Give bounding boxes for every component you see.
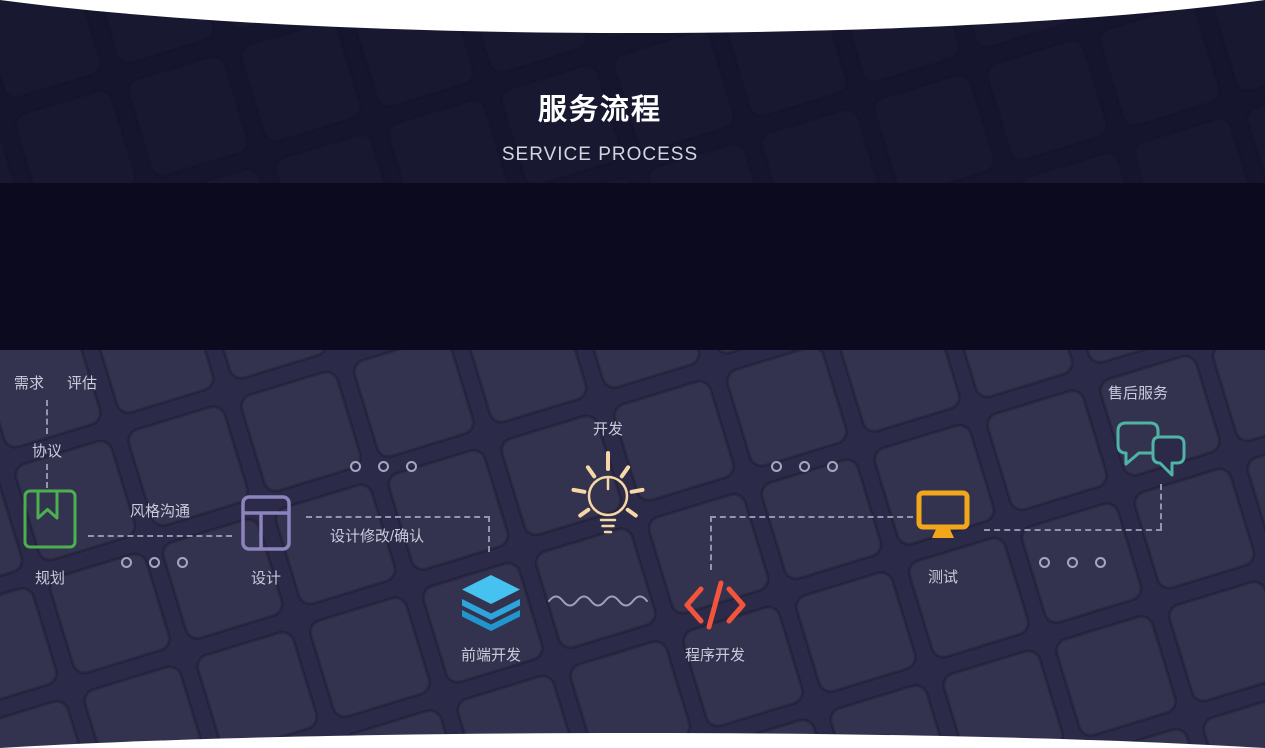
connector-line — [710, 516, 913, 518]
step-label-program-dev: 程序开发 — [684, 647, 745, 664]
testing-monitor-icon — [916, 490, 970, 538]
page-title: 服务流程 — [537, 94, 662, 126]
dot — [350, 461, 361, 472]
development-bulb-icon — [571, 451, 645, 534]
progress-dots — [350, 461, 417, 472]
progress-dots — [771, 461, 838, 472]
step-label-frontend-dev: 前端开发 — [460, 647, 521, 664]
connector-line — [46, 400, 48, 434]
progress-dots — [121, 557, 188, 568]
connector-line — [710, 516, 712, 570]
step-label-style-communication: 风格沟通 — [129, 503, 190, 520]
progress-dots — [1039, 557, 1106, 568]
dot — [149, 557, 160, 568]
dot — [799, 461, 810, 472]
bottom-curve-mask — [0, 733, 1265, 748]
step-label-agreement: 协议 — [31, 443, 62, 460]
keyboard-texture — [0, 350, 1265, 748]
dot — [177, 557, 188, 568]
dot — [121, 557, 132, 568]
dot — [1067, 557, 1078, 568]
dot — [771, 461, 782, 472]
step-label-demand: 需求 — [14, 375, 45, 392]
step-label-planning: 规划 — [34, 570, 65, 587]
connector-line — [46, 464, 48, 488]
design-layout-icon — [241, 495, 291, 551]
aftersales-chat-icon — [1116, 421, 1186, 477]
program-code-icon — [684, 580, 746, 630]
step-label-design: 设计 — [250, 570, 281, 587]
process-flow-section: 需求 评估 协议 规划 风格沟通 — [0, 350, 1265, 748]
step-label-development: 开发 — [592, 421, 623, 438]
frontend-layers-icon — [462, 575, 520, 631]
step-label-evaluate: 评估 — [67, 375, 98, 392]
step-label-after-sales: 售后服务 — [1108, 385, 1169, 402]
step-label-design-revision: 设计修改/确认 — [330, 528, 425, 545]
wave-connector — [548, 595, 648, 607]
dot — [406, 461, 417, 472]
connector-line — [1160, 484, 1162, 529]
spacer-band — [0, 183, 1265, 350]
top-curve-mask — [0, 0, 1265, 33]
page-subtitle: SERVICE PROCESS — [501, 144, 699, 165]
connector-line — [306, 516, 490, 518]
hero-inner: 服务流程 SERVICE PROCESS — [0, 0, 1200, 166]
dot — [1039, 557, 1050, 568]
dot — [1095, 557, 1106, 568]
planning-book-icon — [23, 489, 77, 549]
connector-line — [984, 529, 1162, 531]
dot — [378, 461, 389, 472]
dot — [827, 461, 838, 472]
step-label-testing: 测试 — [927, 569, 958, 586]
connector-line — [88, 535, 232, 537]
connector-line — [488, 516, 490, 552]
